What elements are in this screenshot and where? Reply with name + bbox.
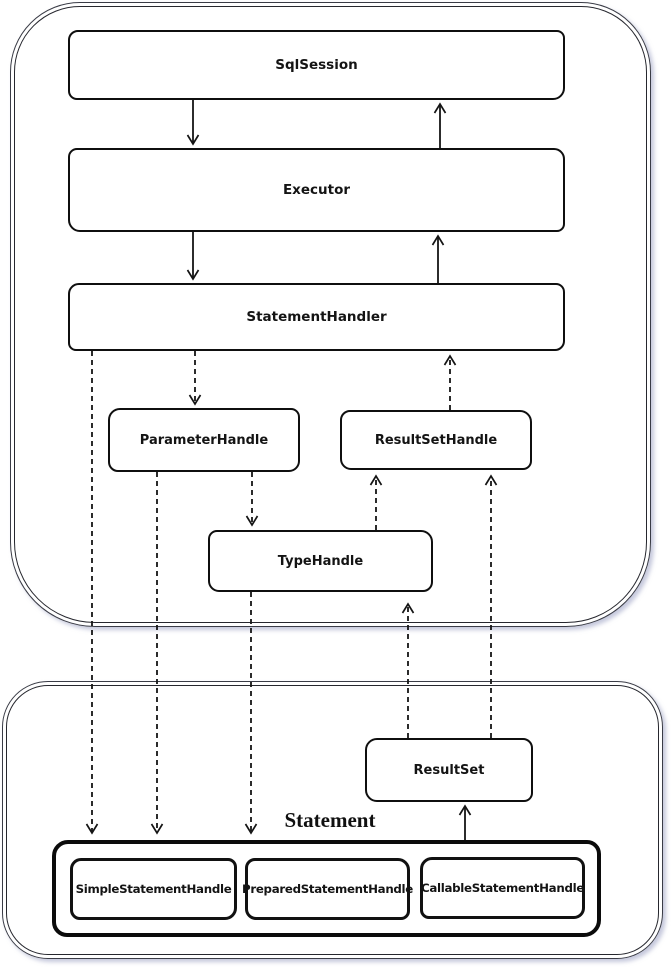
- node-parameter-handle: ParameterHandle: [108, 408, 300, 472]
- node-type-handle: TypeHandle: [208, 530, 433, 592]
- node-simple-statement-handle: SimpleStatementHandle: [70, 858, 237, 920]
- node-resultset: ResultSet: [365, 738, 533, 802]
- top-container-inner-line: [13, 5, 648, 624]
- top-container: [10, 2, 651, 627]
- node-resultset-handle: ResultSetHandle: [340, 410, 532, 470]
- node-statement-handler: StatementHandler: [68, 283, 565, 351]
- node-sqlsession: SqlSession: [68, 30, 565, 100]
- node-callable-statement-handle: CallableStatementHandle: [420, 857, 585, 919]
- node-prepared-statement-handle: PreparedStatementHandle: [242, 858, 413, 920]
- node-executor: Executor: [68, 148, 565, 232]
- bottom-container-inner-line: [5, 684, 660, 956]
- statement-group-label: Statement: [284, 808, 376, 832]
- bottom-container: [2, 681, 663, 959]
